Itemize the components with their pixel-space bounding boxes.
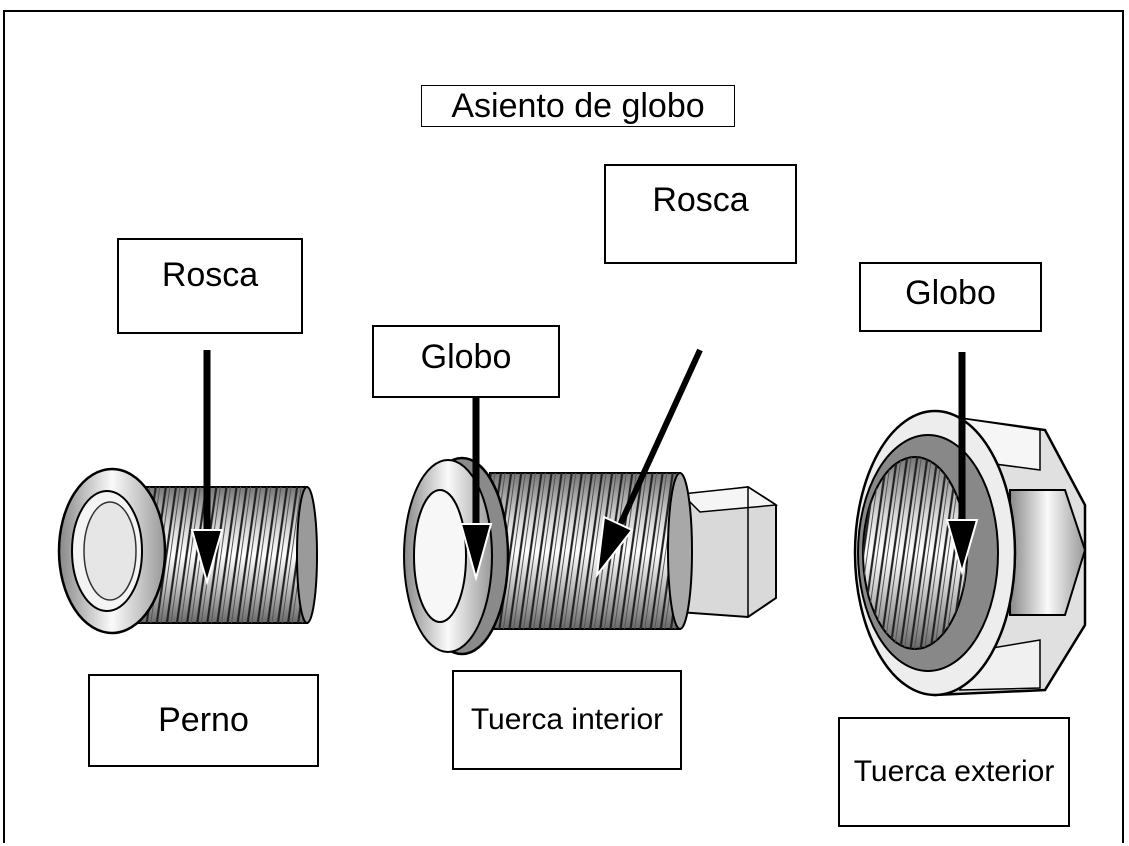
arrow-globo-exterior <box>945 352 979 576</box>
arrow-rosca-perno <box>190 350 224 586</box>
label-globo-tuerca-interior: Globo <box>372 325 560 398</box>
label-rosca-perno: Rosca <box>117 238 303 334</box>
tuerca-interior-drawing <box>403 456 779 656</box>
label-globo-tuerca-exterior: Globo <box>859 262 1042 332</box>
label-tuerca-interior: Tuerca interior <box>452 670 682 770</box>
label-rosca-tuerca-interior: Rosca <box>604 164 797 264</box>
arrow-rosca-interior <box>595 348 703 579</box>
arrow-globo-interior <box>459 398 493 582</box>
diagram-frame <box>3 10 1124 843</box>
perno-drawing <box>57 467 318 635</box>
diagram-title: Asiento de globo <box>421 85 735 127</box>
label-tuerca-exterior: Tuerca exterior <box>838 717 1070 827</box>
label-perno: Perno <box>88 674 319 767</box>
tuerca-exterior-drawing <box>853 409 1087 697</box>
